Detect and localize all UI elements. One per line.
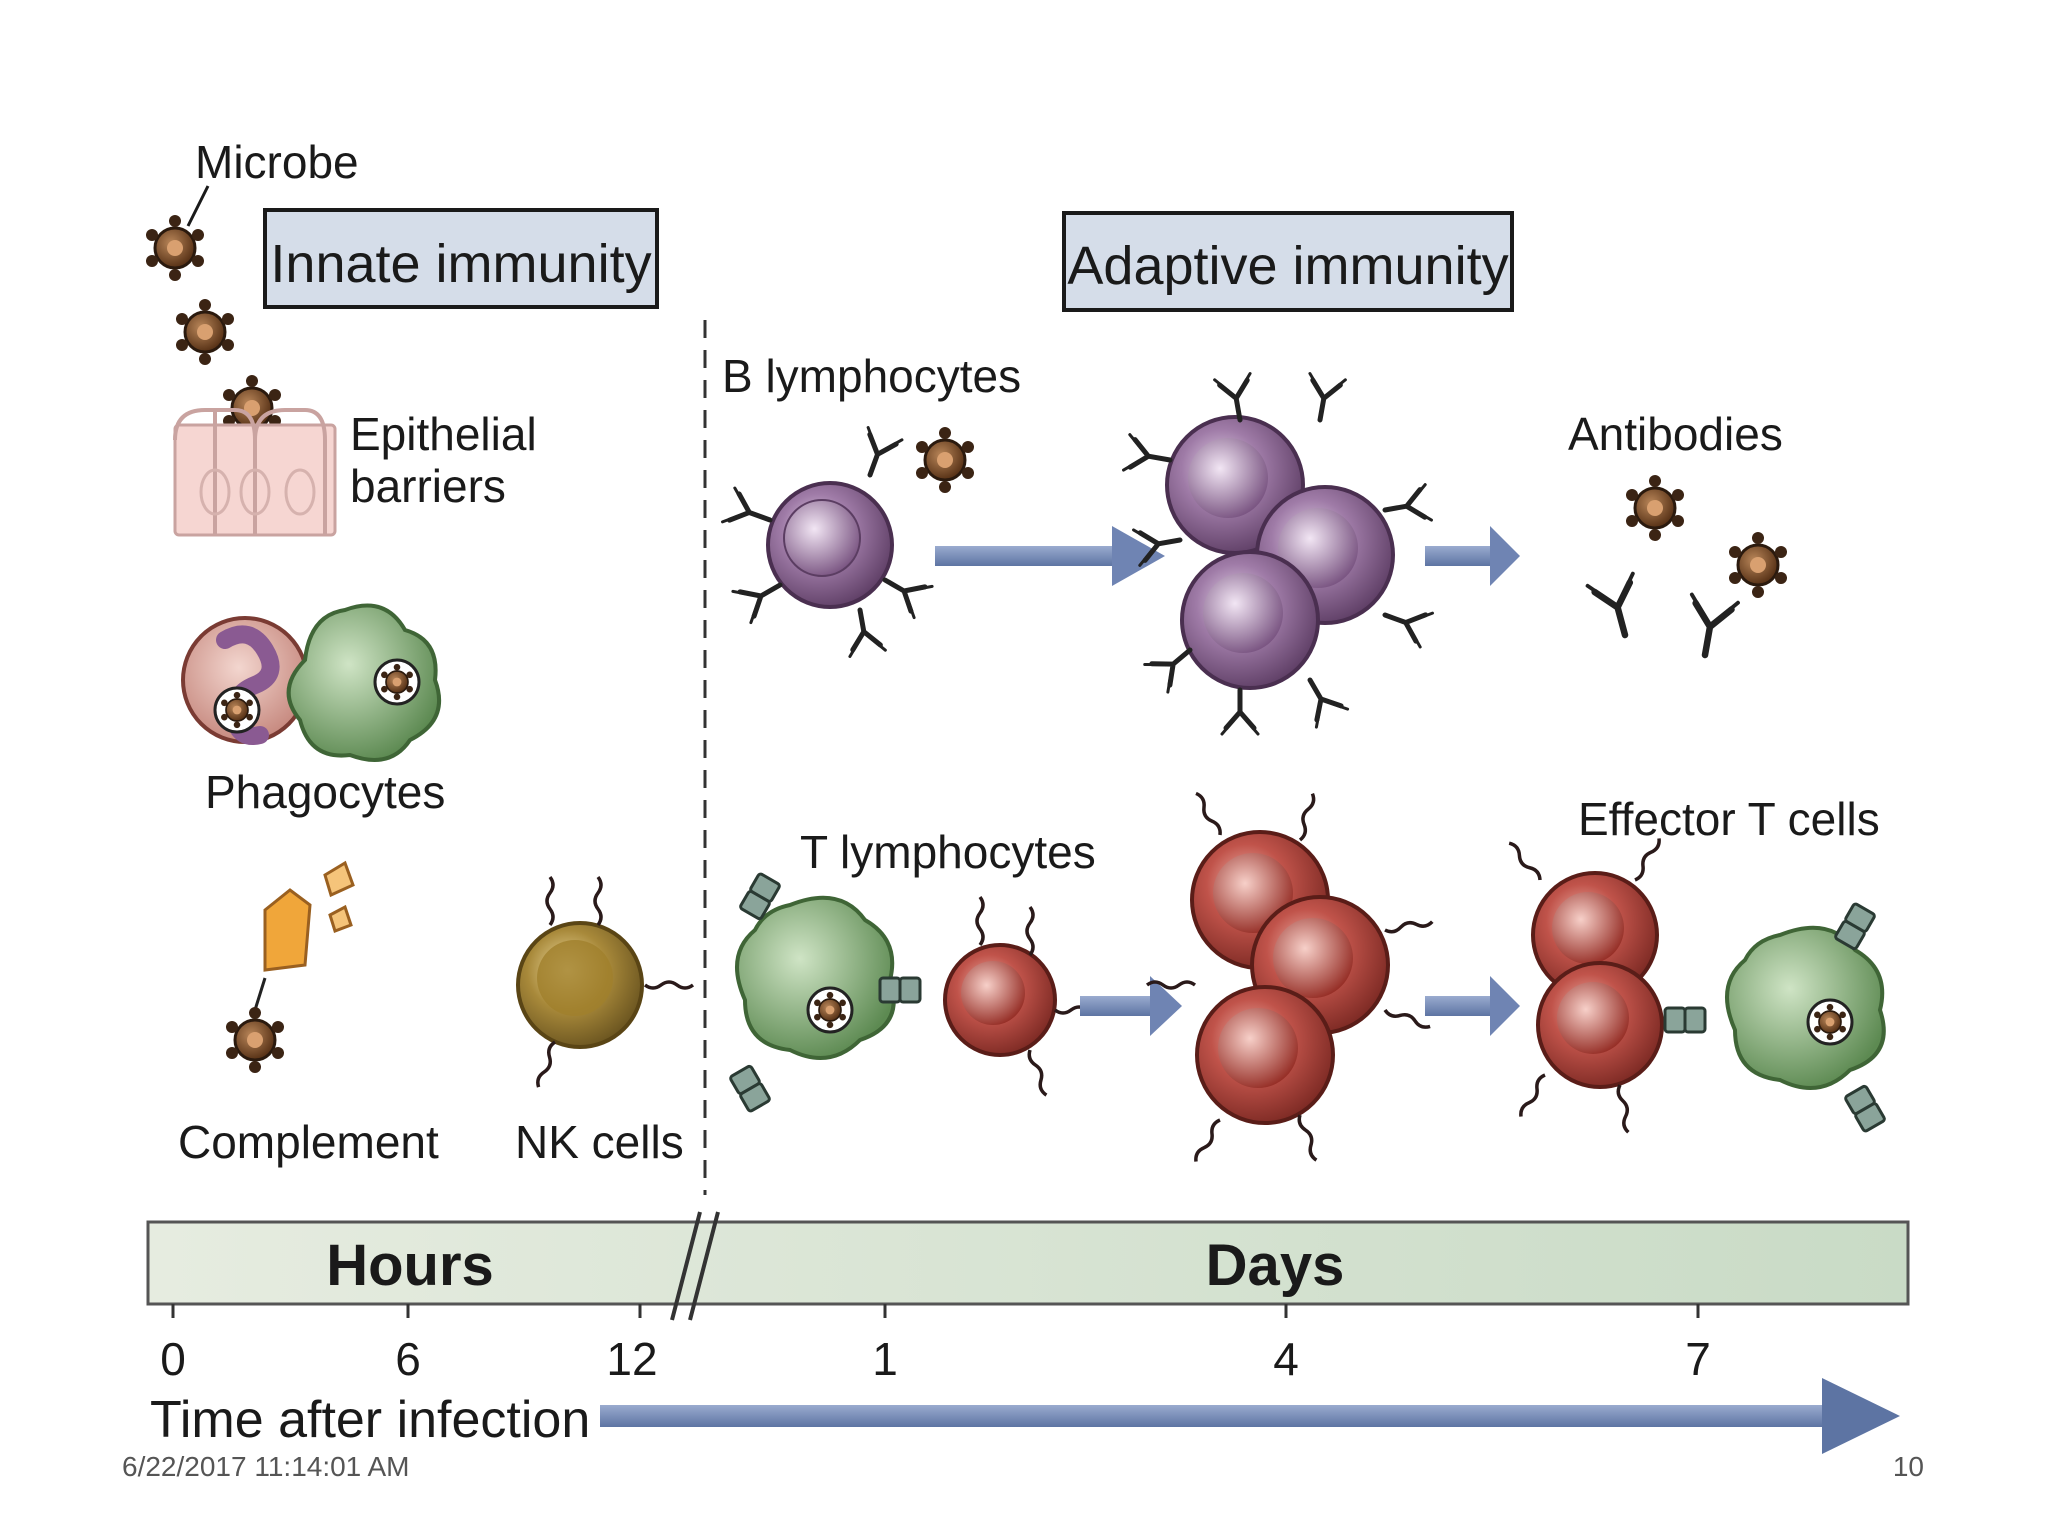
tick-label: 0 (160, 1333, 186, 1385)
microbe-pointer (186, 185, 210, 227)
innate-title: Innate immunity (270, 234, 651, 294)
tick-label: 7 (1685, 1333, 1711, 1385)
antibodies-label: Antibodies (1568, 408, 1783, 460)
b-lymphocyte (722, 427, 932, 656)
slide-page-number: 10 (1893, 1451, 1924, 1482)
phagocyte-macrophage (286, 603, 441, 762)
hours-label: Hours (326, 1233, 494, 1298)
b-antibody-arrow (1425, 526, 1520, 586)
t-lymphocyte (943, 895, 1105, 1098)
innate-title-box: Innate immunity (263, 208, 659, 309)
t-effector-arrow (1425, 976, 1520, 1036)
epithelial-label-2: barriers (350, 460, 506, 512)
tick-label: 6 (395, 1333, 421, 1385)
microbe-icon (914, 425, 976, 495)
timeline-bar (146, 1211, 1910, 1321)
effector-t-cells (1505, 835, 1887, 1135)
t-cell-clones (1145, 790, 1435, 1165)
time-axis-label: Time after infection (150, 1391, 590, 1449)
time-arrow (600, 1378, 1900, 1454)
slide-timestamp: 6/22/2017 11:14:01 AM (122, 1451, 410, 1482)
tick-label: 1 (872, 1333, 898, 1385)
microbe-label: Microbe (195, 136, 359, 188)
tick-label: 4 (1273, 1333, 1299, 1385)
microbe-icon (224, 1005, 286, 1075)
adaptive-title-box: Adaptive immunity (1062, 211, 1514, 312)
nk-cells-label: NK cells (515, 1116, 684, 1168)
effector-t-cells-label: Effector T cells (1578, 793, 1880, 845)
b-lymphocytes-label: B lymphocytes (722, 350, 1021, 402)
complement-label: Complement (178, 1116, 439, 1168)
b-proliferation-arrow (935, 526, 1165, 586)
epithelial-label: Epithelial (350, 408, 537, 460)
tick-label: 12 (606, 1333, 657, 1385)
t-proliferation-arrow (1080, 976, 1182, 1036)
timeline-ticks (171, 1304, 1700, 1318)
nk-cell (516, 875, 695, 1090)
t-lymphocytes-label: T lymphocytes (800, 826, 1096, 878)
b-cell-clones (1124, 374, 1433, 734)
days-label: Days (1206, 1233, 1345, 1298)
adaptive-title: Adaptive immunity (1067, 236, 1508, 296)
phagocytes-label: Phagocytes (205, 766, 445, 818)
phagocyte-neutrophil (181, 616, 309, 745)
microbe-icon (174, 297, 236, 367)
complement-proteins (253, 860, 355, 1011)
microbe-icon (144, 213, 206, 283)
epithelial-cells (173, 408, 337, 537)
antibodies (1588, 473, 1789, 659)
antigen-presenting-cell (728, 871, 922, 1114)
